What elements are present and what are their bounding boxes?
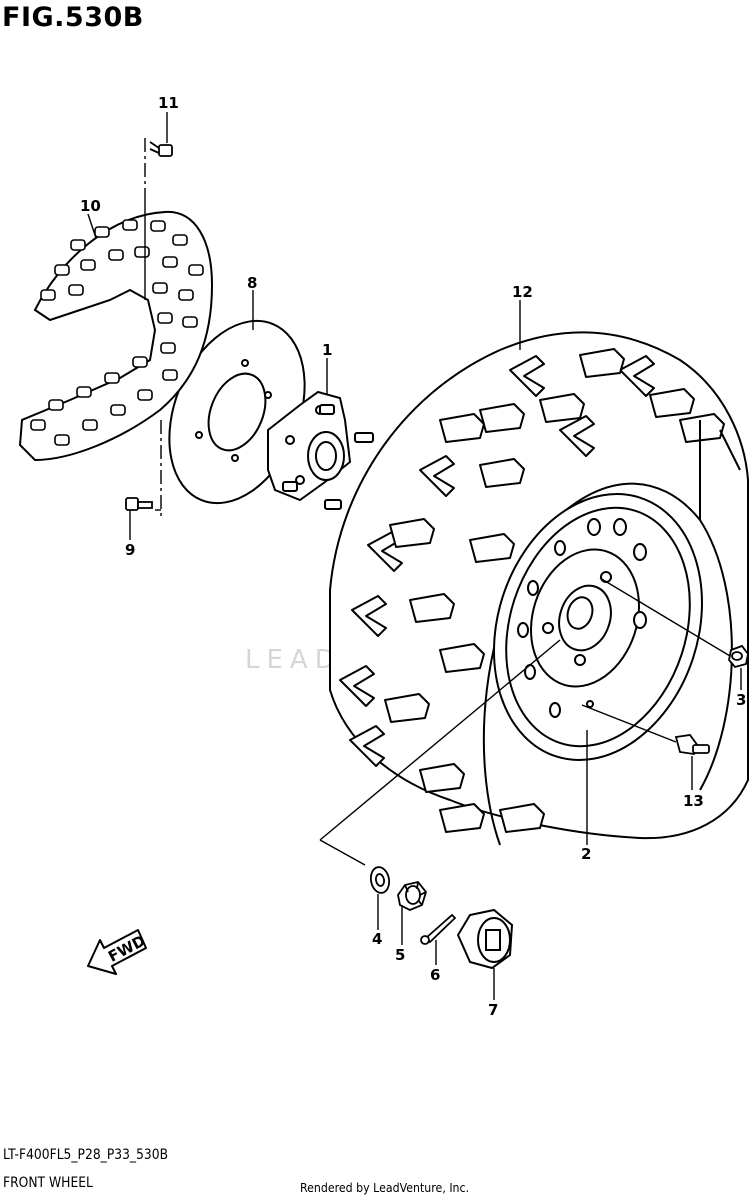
callout-11: 11	[158, 94, 179, 112]
washer	[369, 866, 391, 894]
callout-6: 6	[430, 966, 440, 984]
callout-4: 4	[372, 930, 382, 948]
figure-title: FIG.530B	[2, 2, 144, 33]
callout-7: 7	[488, 1001, 498, 1019]
callout-8: 8	[247, 274, 257, 292]
callout-10: 10	[80, 197, 101, 215]
render-credit: Rendered by LeadVenture, Inc.	[300, 1180, 470, 1195]
forward-direction-arrow: FWD	[87, 929, 148, 975]
callout-3: 3	[736, 691, 746, 709]
disc-cover-plate	[18, 210, 214, 462]
callout-12: 12	[512, 283, 533, 301]
castle-nut	[397, 880, 428, 911]
cotter-pin	[420, 913, 457, 945]
figure-code: LT-F400FL5_P28_P33_530B	[3, 1147, 169, 1163]
callout-9: 9	[125, 541, 135, 559]
figure-name: FRONT WHEEL	[3, 1175, 93, 1191]
callout-5: 5	[395, 946, 405, 964]
hub-cap	[456, 908, 514, 970]
callout-1: 1	[322, 341, 332, 359]
screw-top	[149, 141, 173, 157]
screw-bottom	[125, 497, 153, 511]
rim	[493, 493, 703, 761]
valve-stem	[674, 734, 710, 755]
wheel-hub	[267, 390, 374, 510]
wheel-nut	[728, 644, 749, 669]
leader-lines	[87, 112, 742, 1000]
callout-13: 13	[683, 792, 704, 810]
callout-2: 2	[581, 845, 591, 863]
